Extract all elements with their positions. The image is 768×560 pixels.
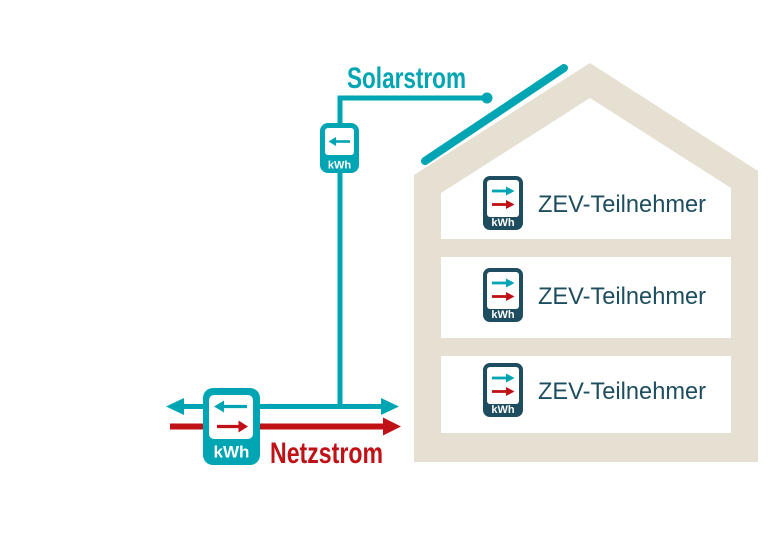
solar-flow-wiring [337,92,493,408]
grid-meter-export-arrow-head [214,400,224,413]
floor-divider-1 [441,239,731,257]
solar-meter: kWh [320,123,359,173]
solar-wire [337,95,487,408]
solar-meter-arrow-head [328,137,336,146]
solar-panel-line [421,64,568,165]
grid-meter-unit-label: kWh [214,443,250,462]
import-arrow-right [383,417,401,436]
floor-label-1: ZEV-Teilnehmer [538,191,706,218]
participant-meter-1 [481,174,525,232]
floor-label-2: ZEV-Teilnehmer [538,283,706,310]
floor-label-3: ZEV-Teilnehmer [538,378,706,405]
floor-divider-2 [441,338,731,356]
participant-meter-3 [481,361,525,419]
solar-meter-unit-label: kWh [328,160,352,172]
participant-meter-2 [481,266,525,324]
grid-flow-wiring [166,398,401,436]
export-arrow-left [166,398,184,415]
solar-label: Solarstrom [347,62,466,95]
solar-wire-endpoint-dot [481,92,493,104]
grid-meter: kWh [203,388,260,465]
export-arrow-right [381,398,399,415]
grid-label: Netzstrom [270,437,383,470]
grid-meter-import-arrow-head [238,420,248,433]
grid-meter-display [209,395,253,439]
